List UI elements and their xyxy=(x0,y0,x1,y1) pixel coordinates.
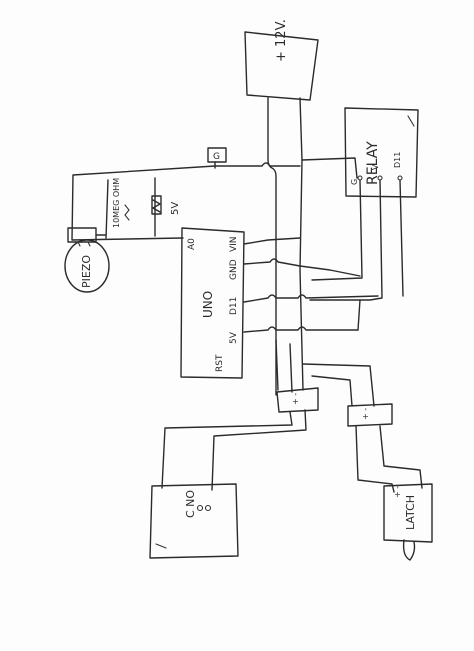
uno-label: UNO xyxy=(201,291,215,318)
latch-polarity-label: + - xyxy=(393,486,402,498)
wiring-traces xyxy=(214,97,404,407)
latch-label: LATCH xyxy=(404,495,417,530)
piezo-label: PIEZO xyxy=(80,255,93,288)
latch-component: LATCH + - xyxy=(383,483,433,561)
junction-lower-label: + - xyxy=(361,408,370,420)
junction-upper: + - xyxy=(161,387,319,491)
switch-label: 5V xyxy=(170,202,181,215)
power-label: + 12V. xyxy=(274,19,289,62)
resistor-label: 10MEG OHM xyxy=(112,178,121,228)
relay-pin-g: G xyxy=(350,179,359,185)
resistor-switch-block: 10MEG OHM 5V G xyxy=(71,147,227,241)
pin-d11-label: D11 xyxy=(229,297,239,315)
ground-tag-label: G xyxy=(213,152,220,162)
junction-upper-label: + - xyxy=(291,393,300,405)
pin-vin-label: VIN xyxy=(229,236,239,252)
relay-pin-v: V xyxy=(371,164,380,170)
junction-lower: + - xyxy=(347,403,423,493)
relay-pin-d11: D11 xyxy=(393,152,402,168)
pin-rst-label: RST xyxy=(215,354,225,372)
arduino-uno-board: UNO A0 VIN GND D11 5V RST xyxy=(180,227,245,379)
contact-box: C NO xyxy=(149,483,239,559)
contact-label: C NO xyxy=(184,490,197,518)
pin-gnd-label: GND xyxy=(229,259,239,280)
pin-5v-label: 5V xyxy=(229,331,239,344)
power-supply-box: + 12V. xyxy=(244,19,319,101)
pin-a0-label: A0 xyxy=(187,238,197,250)
relay-label: RELAY xyxy=(365,141,381,185)
relay-box: RELAY G V D11 xyxy=(344,107,419,198)
piezo-component: PIEZO xyxy=(64,227,110,293)
